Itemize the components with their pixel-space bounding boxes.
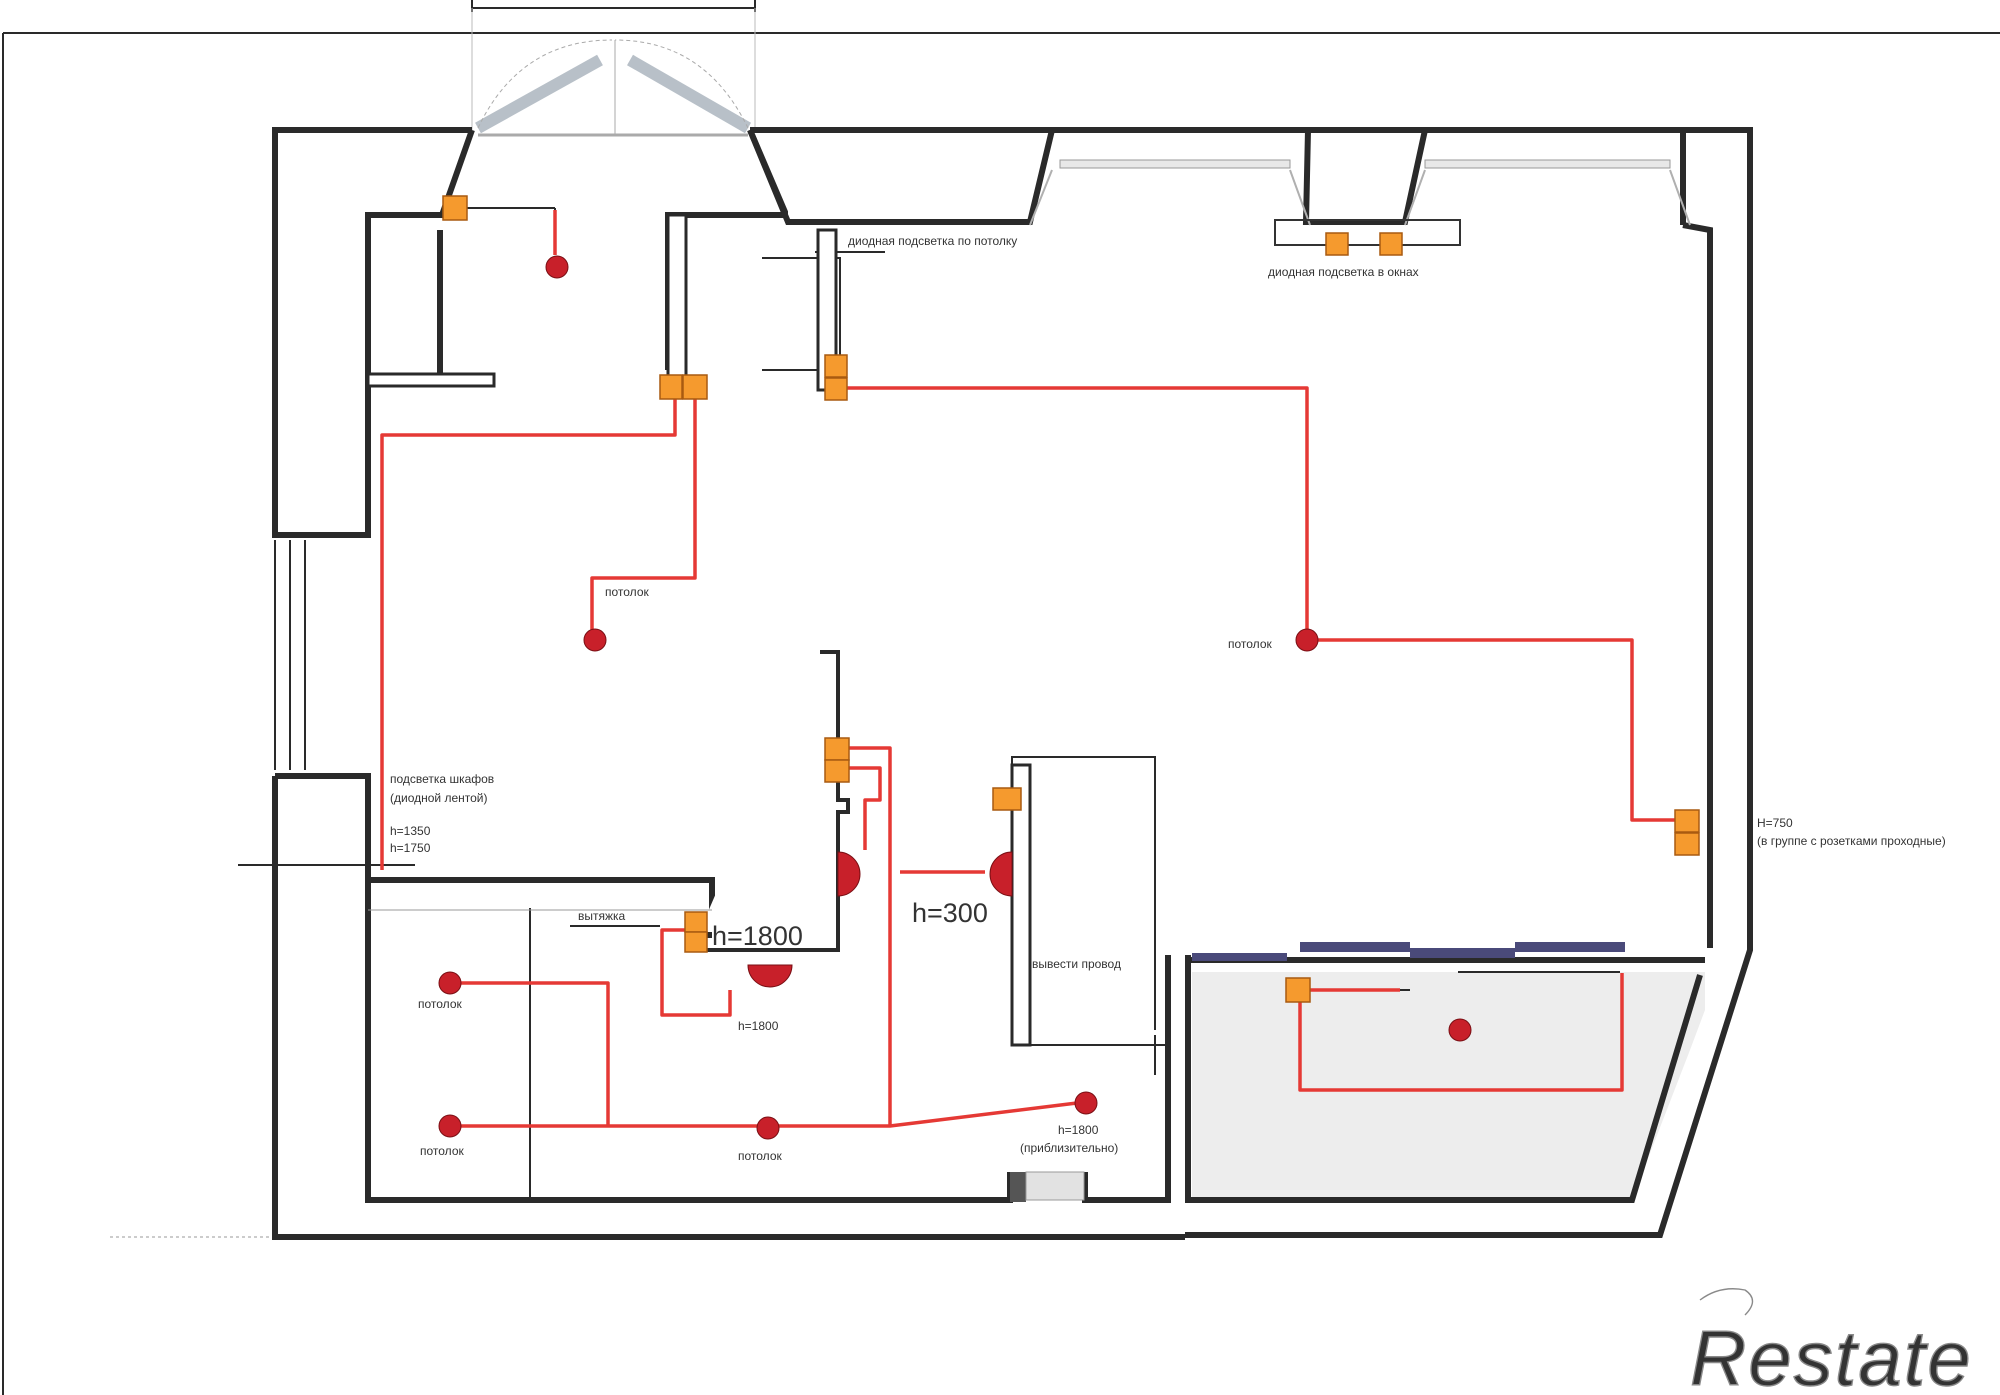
junction-box xyxy=(684,911,708,933)
label-diode-ceiling: диодная подсветка по потолку xyxy=(848,234,1017,248)
wardrobe-partitions xyxy=(238,207,885,866)
junction-box xyxy=(992,787,1022,811)
ceiling-lamp xyxy=(583,628,607,652)
label-diode-windows: диодная подсветка в окнах xyxy=(1268,265,1419,279)
ceiling-lamp xyxy=(438,1114,462,1138)
junction-box xyxy=(1674,832,1700,856)
label-ceiling: потолок xyxy=(1228,637,1272,651)
top-windows xyxy=(1029,159,1691,246)
junction-box xyxy=(1674,809,1700,833)
label-height: h=1800 xyxy=(1058,1123,1099,1137)
junction-box xyxy=(682,374,708,400)
entrance-door xyxy=(471,0,756,137)
label-socket-group: (в группе с розетками проходные) xyxy=(1757,834,1946,848)
junction-box xyxy=(659,374,683,400)
label-wire-out: вывести провод xyxy=(1032,957,1121,971)
junction-box xyxy=(824,737,850,761)
drawing-frame xyxy=(2,32,2000,1395)
label-height: h=1350 xyxy=(390,824,431,838)
ceiling-lamp xyxy=(1448,1018,1472,1042)
label-height: h=1800 xyxy=(738,1019,779,1033)
central-partition xyxy=(368,650,850,1200)
bathroom xyxy=(1185,942,1705,1203)
watermark: Restate xyxy=(1690,1314,1973,1395)
junction-box xyxy=(1379,232,1403,256)
label-ceiling: потолок xyxy=(420,1144,464,1158)
ceiling-lamp xyxy=(545,255,569,279)
label-wardrobe-lighting: подсветка шкафов xyxy=(390,772,494,786)
junction-box xyxy=(1285,977,1311,1003)
junction-box xyxy=(824,377,848,401)
label-height: h=1750 xyxy=(390,841,431,855)
label-ceiling: потолок xyxy=(738,1149,782,1163)
wall-sconce xyxy=(837,851,861,897)
annotations: диодная подсветка по потолку диодная под… xyxy=(390,234,1946,1163)
lamps xyxy=(438,255,1472,1140)
junction-box xyxy=(442,195,468,221)
label-approximate: (приблизительно) xyxy=(1020,1141,1118,1155)
junction-box xyxy=(824,354,848,378)
label-ceiling: потолок xyxy=(418,997,462,1011)
label-ceiling: потолок xyxy=(605,585,649,599)
junction-box xyxy=(824,759,850,783)
wall-lamp xyxy=(1074,1091,1098,1115)
wall-sconce xyxy=(989,851,1013,897)
ceiling-lamp xyxy=(756,1116,780,1140)
label-height-big: h=1800 xyxy=(712,921,803,951)
watermark-logo: Restate xyxy=(1689,1288,1973,1395)
label-wardrobe-lighting-note: (диодной лентой) xyxy=(390,791,488,805)
ceiling-lamp xyxy=(1295,628,1319,652)
shaft-box xyxy=(1010,756,1169,1202)
wall-sconce xyxy=(747,964,793,988)
junction-boxes xyxy=(442,195,1700,1003)
label-hood: вытяжка xyxy=(578,909,626,923)
ceiling-lamp xyxy=(438,971,462,995)
junction-box xyxy=(1325,232,1349,256)
label-height: H=750 xyxy=(1757,816,1793,830)
junction-box xyxy=(684,931,708,953)
label-height-big: h=300 xyxy=(912,898,988,928)
wiring xyxy=(380,210,1685,1128)
